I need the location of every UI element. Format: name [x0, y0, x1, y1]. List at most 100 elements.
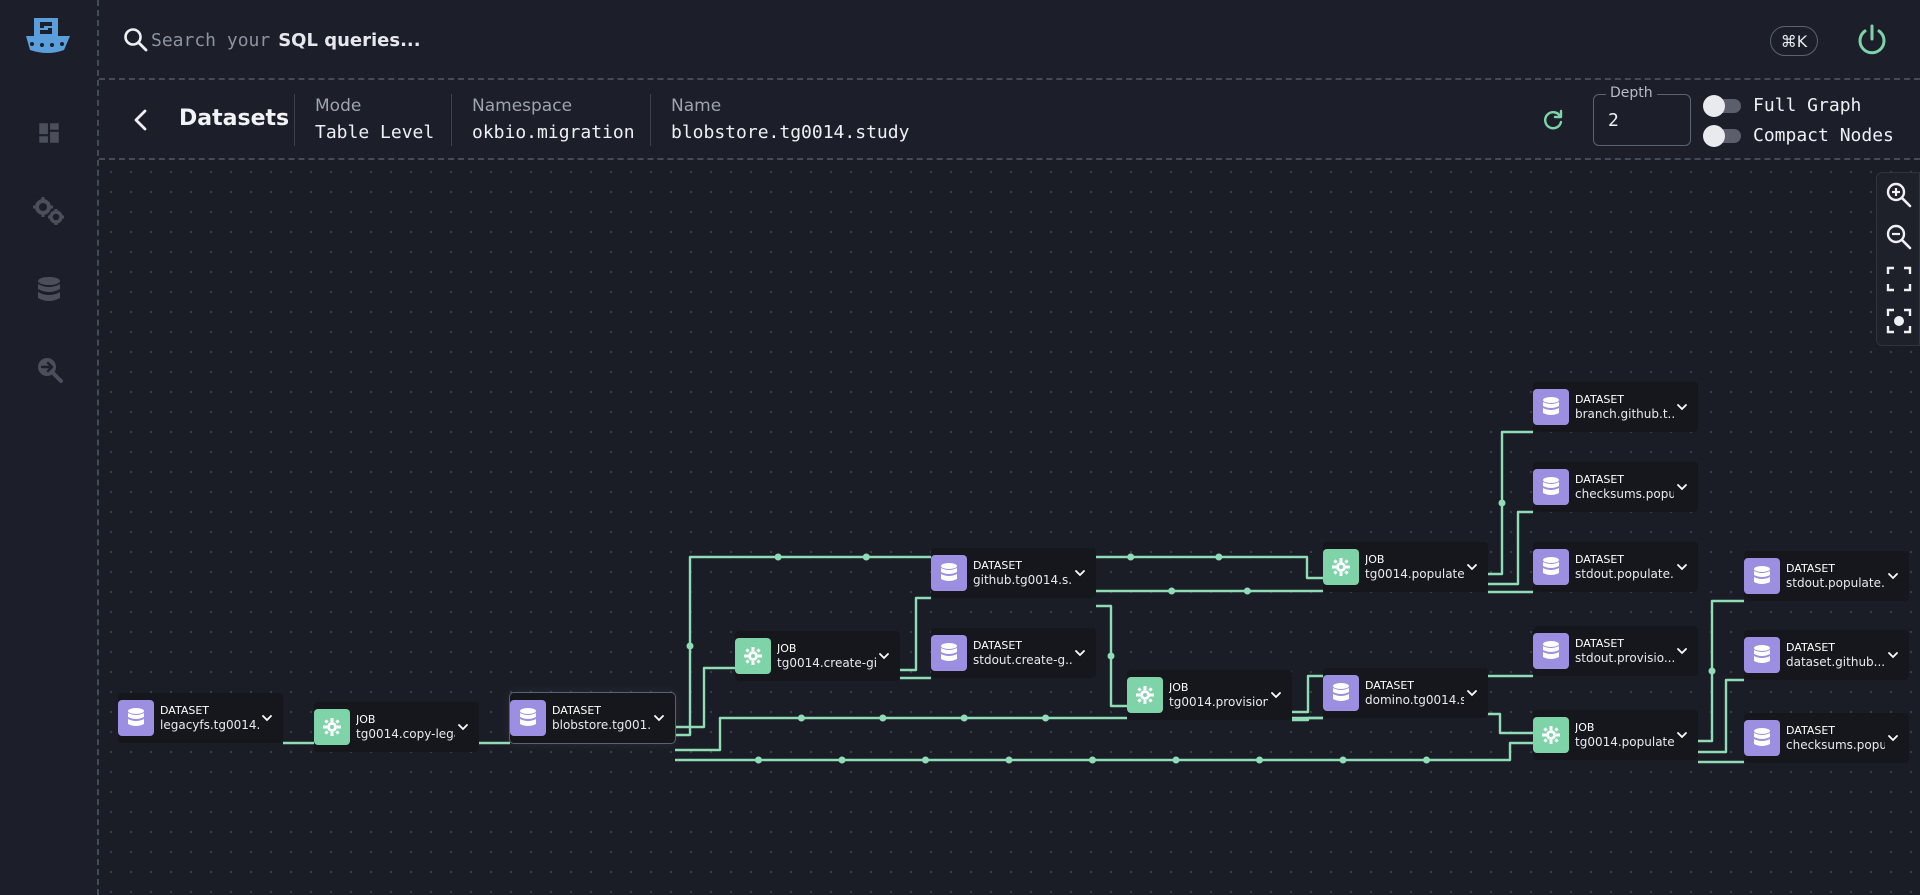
chevron-down-icon[interactable]	[1674, 647, 1690, 655]
edge-dot	[1215, 553, 1223, 561]
power-icon[interactable]	[1854, 22, 1890, 58]
node-kind: JOB	[1575, 721, 1595, 734]
node-kind: DATASET	[1575, 637, 1624, 650]
zoom-out-icon[interactable]	[1885, 223, 1913, 251]
node-label: checksums.popul...	[1786, 738, 1885, 752]
node-text: DATASETchecksums.popul...	[1786, 724, 1885, 752]
node-label: legacyfs.tg0014...	[160, 718, 259, 732]
node-kind: DATASET	[552, 704, 601, 717]
edge-dot	[1423, 756, 1430, 764]
lineage-header: Datasets Mode Table Level Namespace okbi…	[99, 80, 1920, 160]
fit-screen-icon[interactable]	[1885, 265, 1913, 293]
node-label: dataset.github....	[1786, 655, 1885, 669]
chevron-down-icon[interactable]	[1674, 731, 1690, 739]
sidebar-item-jobs[interactable]	[26, 188, 72, 234]
search-icon	[124, 28, 148, 52]
chevron-down-icon[interactable]	[1464, 689, 1480, 697]
chevron-down-icon[interactable]	[1072, 569, 1088, 577]
node-label: stdout.populate...	[1575, 567, 1674, 581]
node-label: branch.github.t...	[1575, 407, 1674, 421]
mode-label: Mode	[315, 96, 362, 116]
sidebar-item-dashboard[interactable]	[26, 110, 72, 156]
chevron-down-icon[interactable]	[1072, 649, 1088, 657]
database-icon	[1744, 720, 1780, 756]
chevron-down-icon[interactable]	[1674, 403, 1690, 411]
lineage-edge	[675, 716, 1127, 752]
chevron-down-icon[interactable]	[1885, 734, 1901, 742]
edge-dot	[838, 756, 846, 764]
center-focus-icon[interactable]	[1885, 307, 1913, 335]
sidebar-item-datasets[interactable]	[26, 267, 72, 313]
edge-dot	[1256, 756, 1263, 764]
dataset-node[interactable]: DATASETchecksums.popul...	[1744, 713, 1909, 763]
gear-icon	[1323, 549, 1359, 585]
edge-dot	[1168, 587, 1176, 595]
chevron-down-icon[interactable]	[1885, 651, 1901, 659]
node-label: tg0014.create-gi...	[777, 656, 876, 670]
dataset-node[interactable]: DATASETchecksums.popul...	[1533, 462, 1698, 512]
lineage-edge	[1478, 712, 1533, 735]
sidebar-item-lineage[interactable]	[26, 346, 72, 392]
job-node[interactable]: JOBtg0014.populate-...	[1323, 542, 1488, 592]
logo-icon[interactable]	[20, 14, 76, 58]
divider	[650, 94, 651, 146]
edge-dot	[879, 714, 887, 722]
chevron-down-icon[interactable]	[876, 652, 892, 660]
search-input[interactable]: Search your SQL queries...	[151, 22, 751, 58]
zoom-controls	[1876, 172, 1920, 346]
chevron-down-icon[interactable]	[1674, 483, 1690, 491]
compact-nodes-label: Compact Nodes	[1753, 125, 1894, 146]
chevron-down-icon[interactable]	[1885, 572, 1901, 580]
edge-dot	[1127, 553, 1135, 561]
search-placeholder-bold: SQL queries...	[278, 29, 421, 51]
chevron-down-icon[interactable]	[455, 723, 471, 731]
chevron-down-icon[interactable]	[1674, 563, 1690, 571]
database-icon	[1323, 675, 1359, 711]
node-text: DATASETchecksums.popul...	[1575, 473, 1674, 501]
lineage-edge	[1488, 430, 1533, 576]
zoom-in-icon[interactable]	[1885, 181, 1913, 209]
mode-value: Table Level	[315, 122, 435, 143]
job-node[interactable]: JOBtg0014.copy-lega...	[314, 702, 479, 752]
back-icon[interactable]	[127, 106, 155, 134]
compact-nodes-toggle[interactable]	[1703, 124, 1741, 147]
shortcut-badge[interactable]: ⌘K	[1770, 26, 1818, 56]
edge-dot	[797, 714, 805, 722]
chevron-down-icon[interactable]	[259, 714, 275, 722]
divider	[451, 94, 452, 146]
namespace-label: Namespace	[472, 96, 573, 116]
database-icon	[510, 700, 546, 736]
chevron-down-icon[interactable]	[1464, 563, 1480, 571]
edge-dot	[1339, 756, 1347, 764]
node-label: tg0014.provision...	[1169, 695, 1268, 709]
search-placeholder-prefix: Search your	[151, 29, 271, 51]
depth-input[interactable]: Depth 2	[1593, 85, 1691, 146]
chevron-down-icon[interactable]	[651, 714, 667, 722]
job-node[interactable]: JOBtg0014.populate-...	[1533, 710, 1698, 760]
edge-dot	[862, 553, 870, 561]
full-graph-toggle[interactable]	[1703, 94, 1741, 117]
refresh-icon[interactable]	[1541, 108, 1565, 132]
node-text: JOBtg0014.populate-...	[1365, 553, 1464, 581]
chevron-down-icon[interactable]	[1268, 691, 1284, 699]
database-icon	[931, 635, 967, 671]
node-kind: DATASET	[1575, 553, 1624, 566]
